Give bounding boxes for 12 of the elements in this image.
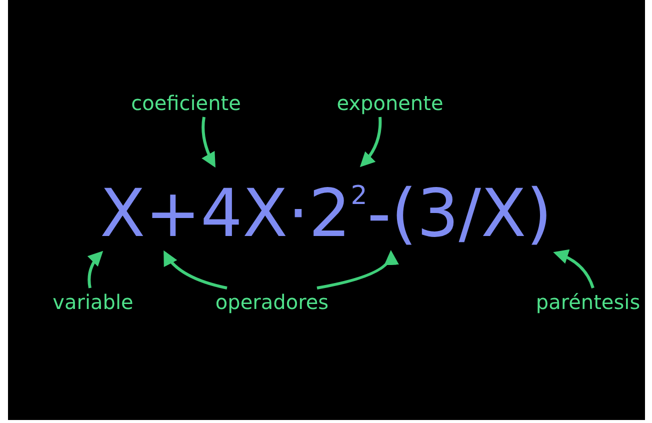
leader-arrow xyxy=(553,250,594,288)
annotation-label: paréntesis xyxy=(536,290,640,314)
leader-arrow xyxy=(316,250,398,290)
annotation-label: variable xyxy=(52,290,134,314)
leader-arrow xyxy=(163,250,228,290)
annotation-label: exponente xyxy=(336,91,444,115)
leader-arrow xyxy=(202,116,216,168)
math-expression: X+4X·2$^{2}$-(3/X) xyxy=(100,176,552,252)
leader-arrow xyxy=(360,116,382,168)
leader-arrow xyxy=(87,250,104,288)
annotation-label: operadores xyxy=(215,290,329,314)
annotation-label: coeficiente xyxy=(131,91,241,115)
